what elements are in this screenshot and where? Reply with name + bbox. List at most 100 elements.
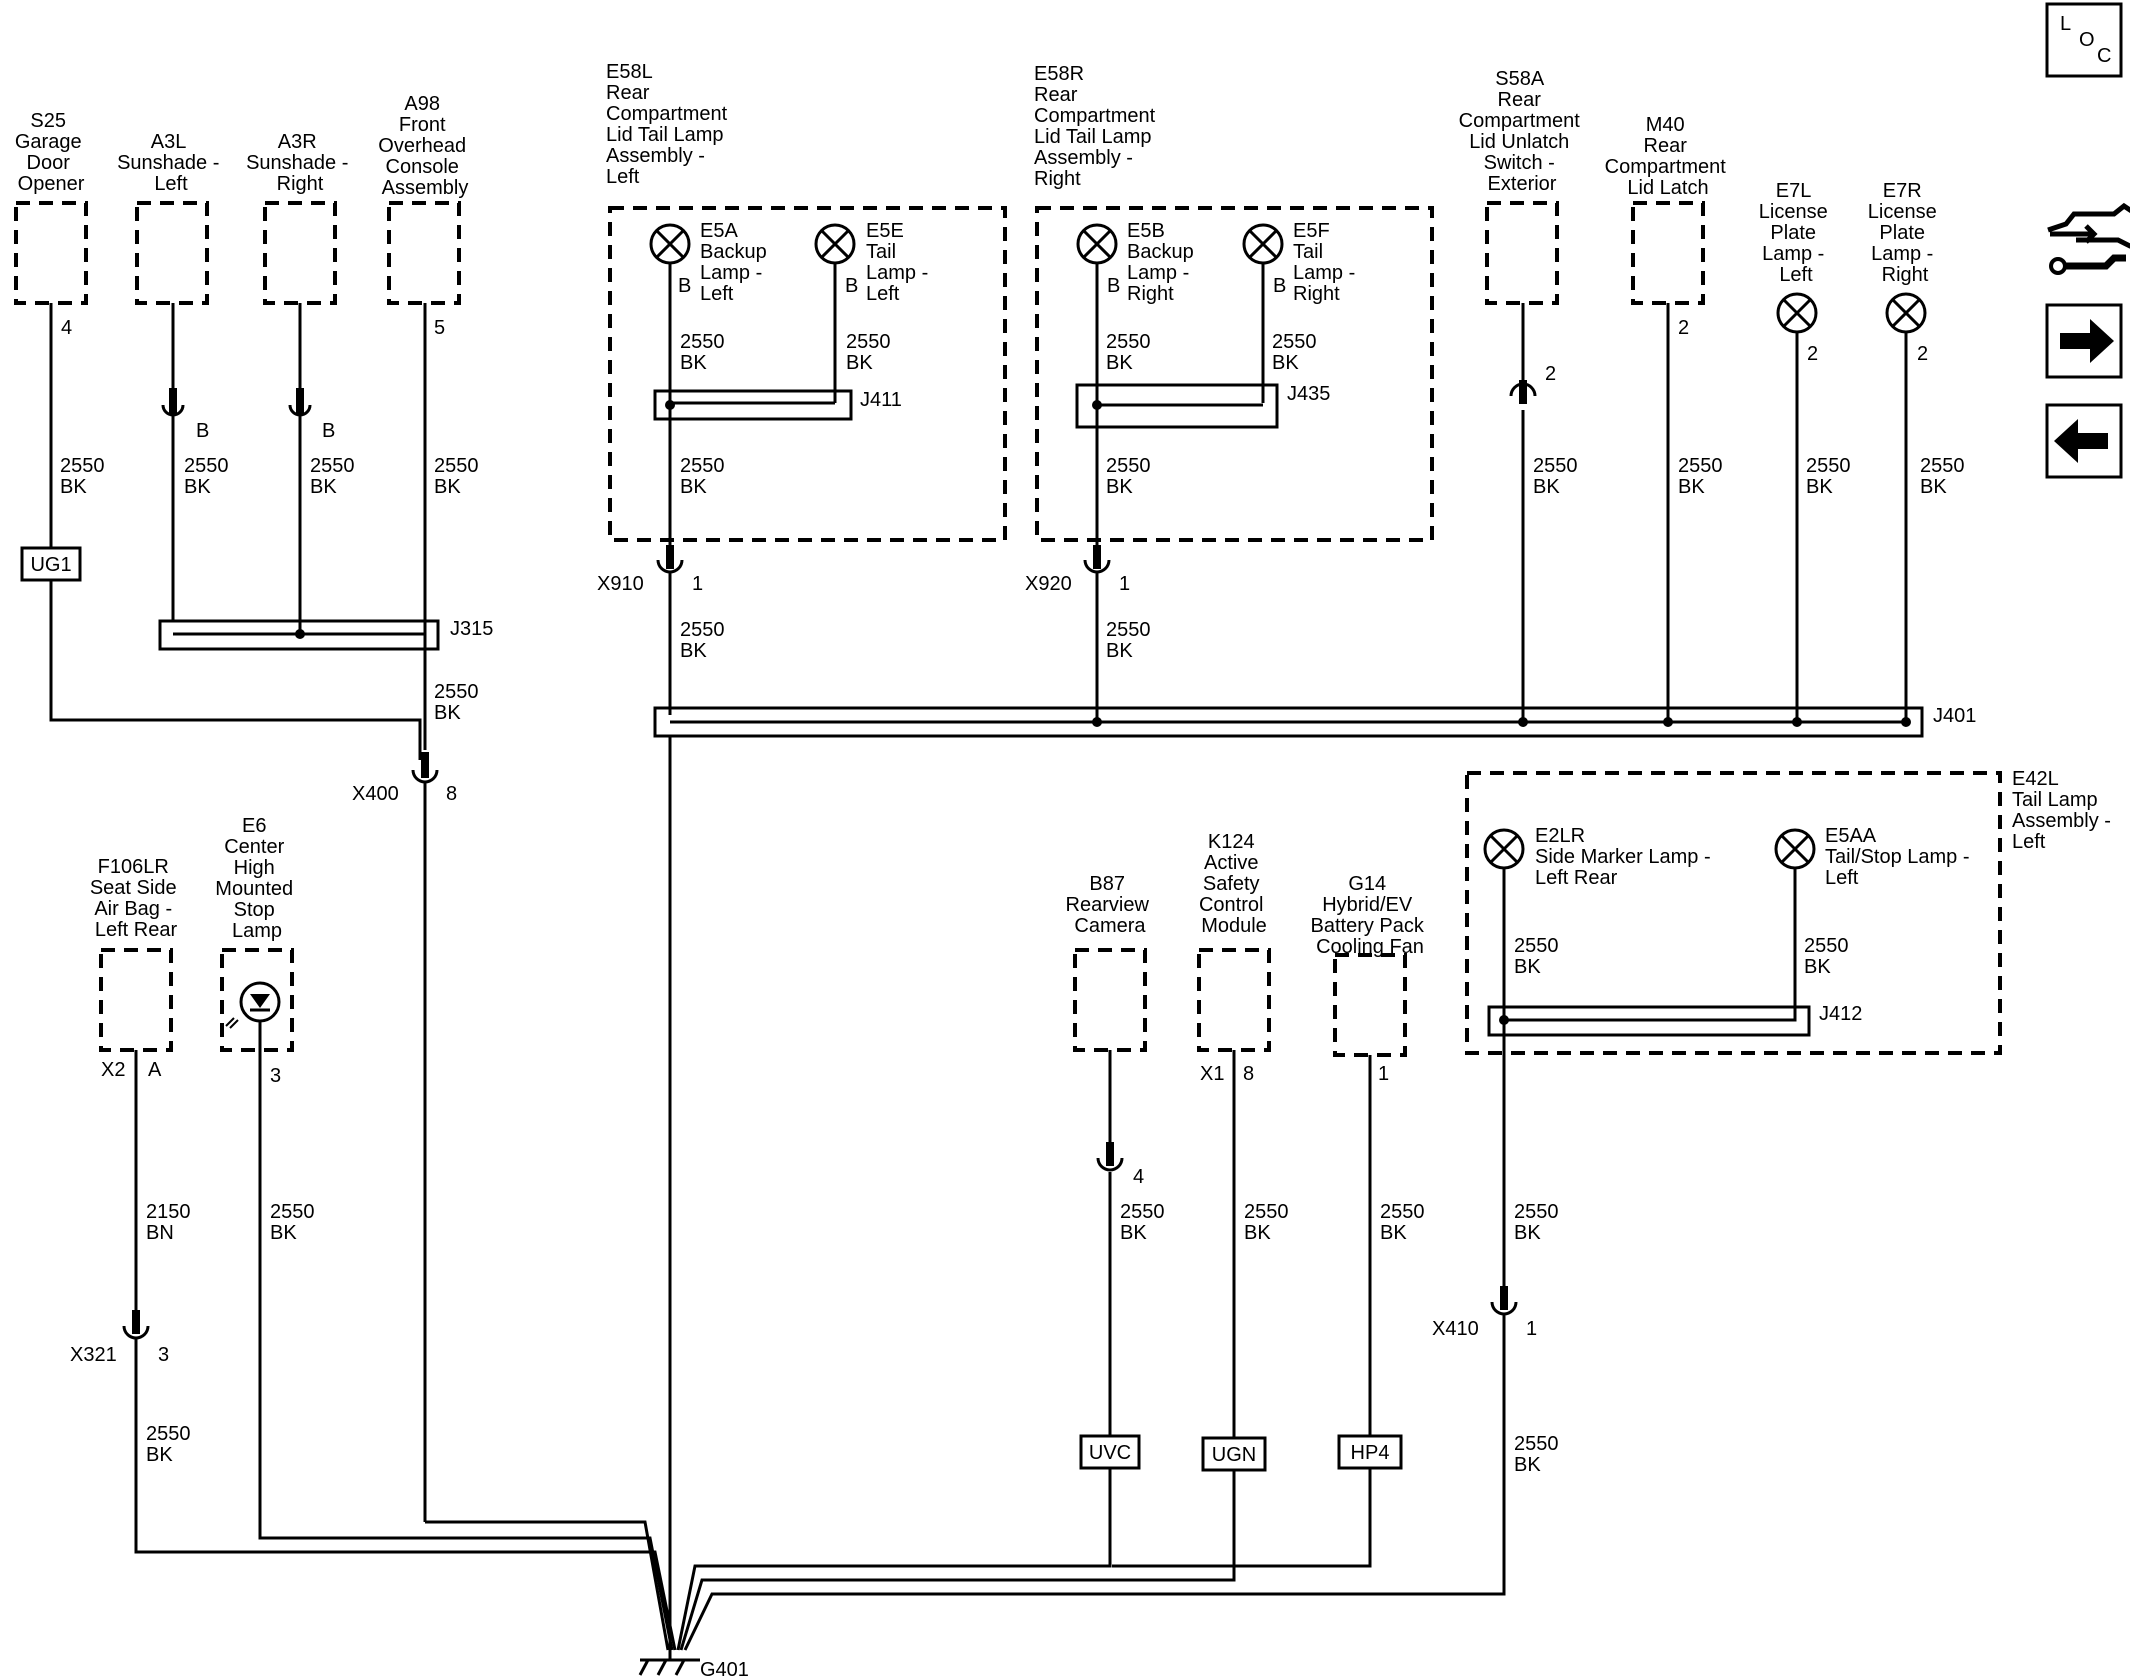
- loc-letter-l: L: [2060, 13, 2071, 35]
- m40-pin: 2: [1678, 317, 1689, 339]
- a3l-connector-arc: [161, 404, 185, 417]
- x920-pin: 1: [1119, 573, 1130, 595]
- x410-wire-gauge: 2550: [1514, 1433, 1559, 1455]
- x920-wire-color: BK: [1106, 640, 1133, 662]
- repair-tools-icon[interactable]: [2047, 202, 2130, 275]
- m40-wire-color: BK: [1678, 476, 1705, 498]
- x400-pin: 8: [446, 783, 457, 805]
- e7r-label: E7R License Plate Lamp - Right: [1868, 180, 1943, 286]
- next-arrow-icon[interactable]: [2045, 303, 2123, 379]
- e5b-wire-gauge: 2550: [1106, 331, 1151, 353]
- ugn-label: UGN: [1212, 1444, 1256, 1466]
- j315-wire-gauge: 2550: [434, 681, 479, 703]
- g401-label: G401: [700, 1659, 749, 1677]
- x321-label: X321: [70, 1344, 117, 1366]
- e5b-lamp-icon: [1076, 223, 1118, 265]
- x410-label: X410: [1432, 1318, 1479, 1340]
- s58a-plug: [1519, 380, 1527, 404]
- loc-button[interactable]: L O C: [2045, 2, 2123, 78]
- x920-wire-gauge: 2550: [1106, 619, 1151, 641]
- e5b-pin: B: [1107, 275, 1120, 297]
- x920-label: X920: [1025, 573, 1072, 595]
- x910-label: X910: [597, 573, 644, 595]
- x321-wire-gauge: 2550: [146, 1423, 191, 1445]
- e2lr-lamp-icon: [1483, 828, 1525, 870]
- a3l-wire-color: BK: [184, 476, 211, 498]
- a3r-connector-arc: [288, 404, 312, 417]
- a3r-plug: [296, 388, 304, 414]
- hp4-box: [1337, 1434, 1403, 1470]
- k124-wire-color: BK: [1244, 1222, 1271, 1244]
- e5f-label: E5F Tail Lamp - Right: [1293, 220, 1361, 305]
- b87-label: B87 Rearview Camera: [1066, 873, 1155, 937]
- s58a-box: [1485, 201, 1559, 305]
- f106lr-connector: X2: [101, 1059, 125, 1081]
- j435-splice: [1075, 383, 1279, 429]
- f106lr-wire-color: BN: [146, 1222, 174, 1244]
- uvc-label: UVC: [1089, 1442, 1131, 1464]
- x321-connector-arc: [122, 1325, 150, 1340]
- j315-wire-color: BK: [434, 702, 461, 724]
- e5a-pin: B: [678, 275, 691, 297]
- s58a-label: S58A Rear Compartment Lid Unlatch Switch…: [1459, 68, 1586, 195]
- s25-wire: [49, 303, 422, 760]
- j435-wire-color: BK: [1106, 476, 1133, 498]
- j435-label: J435: [1287, 383, 1330, 405]
- b87-box: [1073, 948, 1147, 1052]
- e5e-label: E5E Tail Lamp - Left: [866, 220, 934, 305]
- g14-wire-gauge: 2550: [1380, 1201, 1425, 1223]
- e6-wire-color: BK: [270, 1222, 297, 1244]
- a98-label: A98 Front Overhead Console Assembly: [378, 93, 471, 199]
- a3r-label: A3R Sunshade - Right: [246, 131, 354, 195]
- s58a-pin: 2: [1545, 363, 1556, 385]
- f106lr-label: F106LR Seat Side Air Bag - Left Rear: [90, 856, 182, 941]
- previous-arrow-icon[interactable]: [2045, 403, 2123, 479]
- e7r-pin: 2: [1917, 343, 1928, 365]
- ground-icon: [638, 1650, 700, 1676]
- x400-label: X400: [352, 783, 399, 805]
- j315-label: J315: [450, 618, 493, 640]
- e42l-label: E42L Tail Lamp Assembly - Left: [2012, 768, 2116, 853]
- e7r-lamp-icon: [1885, 292, 1927, 334]
- a3r-box: [263, 201, 337, 305]
- e5e-pin: B: [845, 275, 858, 297]
- e5a-wire-gauge: 2550: [680, 331, 725, 353]
- j401-label: J401: [1933, 705, 1976, 727]
- e7l-wire-gauge: 2550: [1806, 455, 1851, 477]
- a98-box: [387, 201, 461, 305]
- e5b-wire-color: BK: [1106, 352, 1133, 374]
- s25-pin: 4: [61, 317, 72, 339]
- a3r-wire-gauge: 2550: [310, 455, 355, 477]
- e6-label: E6 Center High Mounted Stop Lamp: [215, 815, 298, 942]
- x410-plug: [1500, 1286, 1508, 1310]
- e5aa-lamp-icon: [1774, 828, 1816, 870]
- k124-connector: X1: [1200, 1063, 1224, 1085]
- j411-wire-color: BK: [680, 476, 707, 498]
- b87-plug: [1106, 1142, 1114, 1166]
- m40-label: M40 Rear Compartment Lid Latch: [1605, 114, 1732, 199]
- ug1-label: UG1: [30, 554, 71, 576]
- e5f-pin: B: [1273, 275, 1286, 297]
- e5e-wire-color: BK: [846, 352, 873, 374]
- s25-box: [14, 201, 88, 305]
- j401-splice: [653, 706, 1924, 738]
- k124-box: [1197, 948, 1271, 1052]
- s25-wire-gauge: 2550: [60, 455, 105, 477]
- x410-pin: 1: [1526, 1318, 1537, 1340]
- e7l-pin: 2: [1807, 343, 1818, 365]
- g14-label: G14 Hybrid/EV Battery Pack Cooling Fan: [1311, 873, 1430, 958]
- j411-label: J411: [860, 389, 902, 411]
- g14-box: [1333, 953, 1407, 1057]
- x910-wire-color: BK: [680, 640, 707, 662]
- e5a-lamp-icon: [649, 223, 691, 265]
- e7l-wire-color: BK: [1806, 476, 1833, 498]
- e2lr-label: E2LR Side Marker Lamp - Left Rear: [1535, 825, 1716, 889]
- s25-wire-color: BK: [60, 476, 87, 498]
- x910-plug: [666, 545, 674, 569]
- j412-splice: [1487, 1005, 1811, 1037]
- e5aa-wire-color: BK: [1804, 956, 1831, 978]
- a3l-box: [135, 201, 209, 305]
- e58r-assembly-box: [1035, 206, 1434, 542]
- x910-pin: 1: [692, 573, 703, 595]
